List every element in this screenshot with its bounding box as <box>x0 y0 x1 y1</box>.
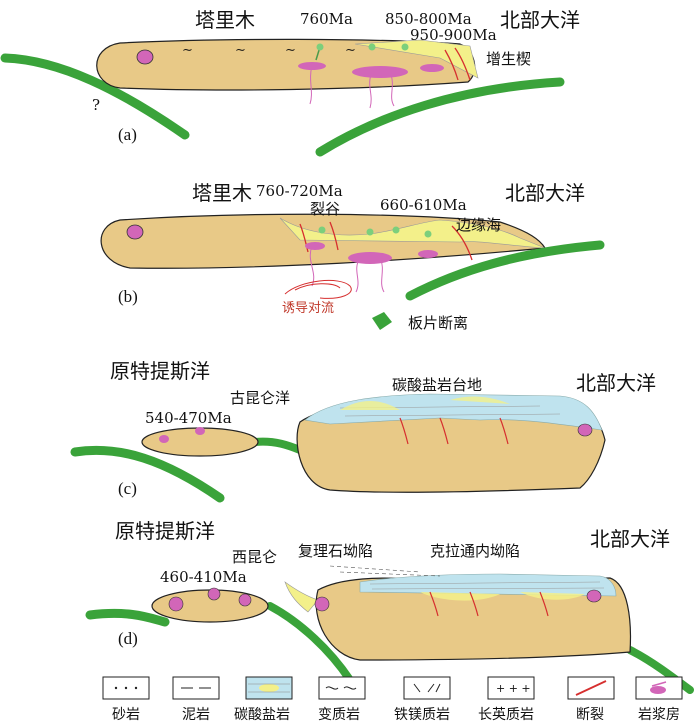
label-age-b-1: 760-720Ma <box>256 182 343 200</box>
label-kela-d: 克拉通内坳陷 <box>430 542 520 560</box>
label-question-a: ? <box>92 96 100 114</box>
label-west-kunlun-d: 西昆仑 <box>232 548 277 566</box>
label-age-a-2: 850-800Ma <box>385 10 472 28</box>
legend-item-felsic: + + + 长英质岩 <box>478 676 535 723</box>
panel-letter-b: (b) <box>118 287 138 306</box>
legend-item-carbonate: 碳酸盐岩 <box>234 676 293 723</box>
legend-label: 变质岩 <box>318 707 360 723</box>
label-age-b-2: 660-610Ma <box>380 196 467 214</box>
metamorphic-mark: ∼ <box>285 43 296 58</box>
legend-label: 长英质岩 <box>478 706 534 723</box>
mafic-icon <box>403 676 451 700</box>
slab-right-b <box>405 240 605 301</box>
fault-a-1 <box>454 47 471 81</box>
legend-item-fault: 断裂 <box>567 676 615 723</box>
label-kunlun-c: 古昆仑洋 <box>230 389 290 407</box>
label-ocean-b: 北部大洋 <box>505 181 585 205</box>
label-flysch-d: 复理石坳陷 <box>298 542 373 560</box>
magma-chamber-b-3 <box>348 252 392 264</box>
legend-label: 砂岩 <box>112 707 140 723</box>
magma-chamber-c-2 <box>195 427 205 435</box>
legend-item-magma: 岩浆房 <box>635 676 683 723</box>
svg-text:+ + +: + + + <box>496 682 531 695</box>
flysch-wedge-d <box>284 581 319 613</box>
magma-chamber-c-1 <box>159 435 169 443</box>
label-wedge-a: 增生楔 <box>486 50 531 68</box>
panel-c: 原特提斯洋 古昆仑洋 540-470Ma 碳酸盐岩台地 北部大洋 (c) <box>70 359 656 503</box>
accretion-wedge-a <box>354 39 479 79</box>
magma-chamber-b-2 <box>305 242 325 250</box>
slab-left-d <box>85 608 170 627</box>
label-ocean-d: 北部大洋 <box>590 527 670 551</box>
label-slab-b: 板片断离 <box>408 314 468 332</box>
carbonate-platform-d <box>359 573 617 597</box>
label-margin-sea-b: 边缘海 <box>456 216 501 234</box>
legend-label: 泥岩 <box>182 707 210 723</box>
magma-chamber-a-1 <box>136 49 154 65</box>
label-ocean-a: 北部大洋 <box>500 8 580 32</box>
panel-letter-a: (a) <box>118 125 137 144</box>
label-tarim-a: 塔里木 <box>195 8 255 32</box>
metamorphic-icon <box>318 676 366 700</box>
legend-item-metamorphic: 变质岩 <box>318 676 366 723</box>
metamorphic-mark: ∼ <box>182 43 193 58</box>
panel-a: ∼ ∼ ∼ ∼ 塔里木 760Ma 850-800Ma 950-900Ma 北部… <box>0 8 580 157</box>
slab-right-d <box>266 602 354 684</box>
legend-label: 铁镁质岩 <box>394 707 450 723</box>
label-proto-tethys-c: 原特提斯洋 <box>110 359 210 383</box>
legend-label: 岩浆房 <box>638 707 680 723</box>
label-age-a-1: 760Ma <box>300 10 353 28</box>
magma-chamber-a-3 <box>352 66 408 78</box>
legend: 砂岩 泥岩 碳酸盐岩 变质岩 铁镁质岩 + + + 长英质岩 <box>102 676 683 723</box>
label-convection-b: 诱导对流 <box>282 301 334 316</box>
fault-a-2 <box>444 49 459 81</box>
slab-far-d <box>626 646 694 694</box>
slab-right-a <box>315 77 565 157</box>
label-rift-b: 裂谷 <box>310 200 340 218</box>
magma-chamber-a-4 <box>420 64 444 72</box>
felsic-icon <box>487 676 535 700</box>
label-proto-tethys-d: 原特提斯洋 <box>115 519 215 543</box>
label-tarim-b: 塔里木 <box>192 181 252 205</box>
panel-letter-d: (d) <box>118 629 138 648</box>
label-age-d: 460-410Ma <box>160 568 247 586</box>
magma-chamber-d-2 <box>207 587 221 601</box>
legend-label: 断裂 <box>576 707 604 723</box>
magma-chamber-c-3 <box>577 423 593 437</box>
rift-basin-b <box>279 217 546 249</box>
label-ocean-c: 北部大洋 <box>576 371 656 395</box>
slab-left-c <box>70 445 225 503</box>
magma-chamber-d-3 <box>238 593 252 607</box>
legend-item-mudstone: 泥岩 <box>172 676 220 723</box>
panel-letter-c: (c) <box>118 479 137 498</box>
magma-chamber-d-4 <box>314 596 330 612</box>
magma-chamber-d-1 <box>168 596 184 612</box>
legend-item-mafic: 铁镁质岩 <box>394 676 451 723</box>
magma-chamber-b-4 <box>418 250 438 258</box>
metamorphic-mark: ∼ <box>345 43 356 58</box>
magma-chamber-d-5 <box>586 589 602 603</box>
label-age-a-3: 950-900Ma <box>410 26 497 44</box>
legend-item-sandstone: 砂岩 <box>102 676 150 723</box>
convection-arrow-b <box>284 280 352 299</box>
label-platform-c: 碳酸盐岩台地 <box>392 376 482 394</box>
panel-b: 塔里木 760-720Ma 裂谷 660-610Ma 北部大洋 边缘海 诱导对流… <box>100 181 605 332</box>
metamorphic-mark: ∼ <box>235 43 246 58</box>
label-age-c: 540-470Ma <box>145 409 232 427</box>
slab-mid-c <box>251 437 304 454</box>
magma-chamber-b-1 <box>126 224 144 240</box>
slab-left-a <box>0 53 190 140</box>
slab-breakoff-b <box>372 312 392 330</box>
panel-d: 原特提斯洋 西昆仑 460-410Ma 复理石坳陷 克拉通内坳陷 北部大洋 (d… <box>85 519 694 694</box>
mudstone-icon <box>172 676 220 700</box>
legend-label: 碳酸盐岩 <box>234 707 290 723</box>
